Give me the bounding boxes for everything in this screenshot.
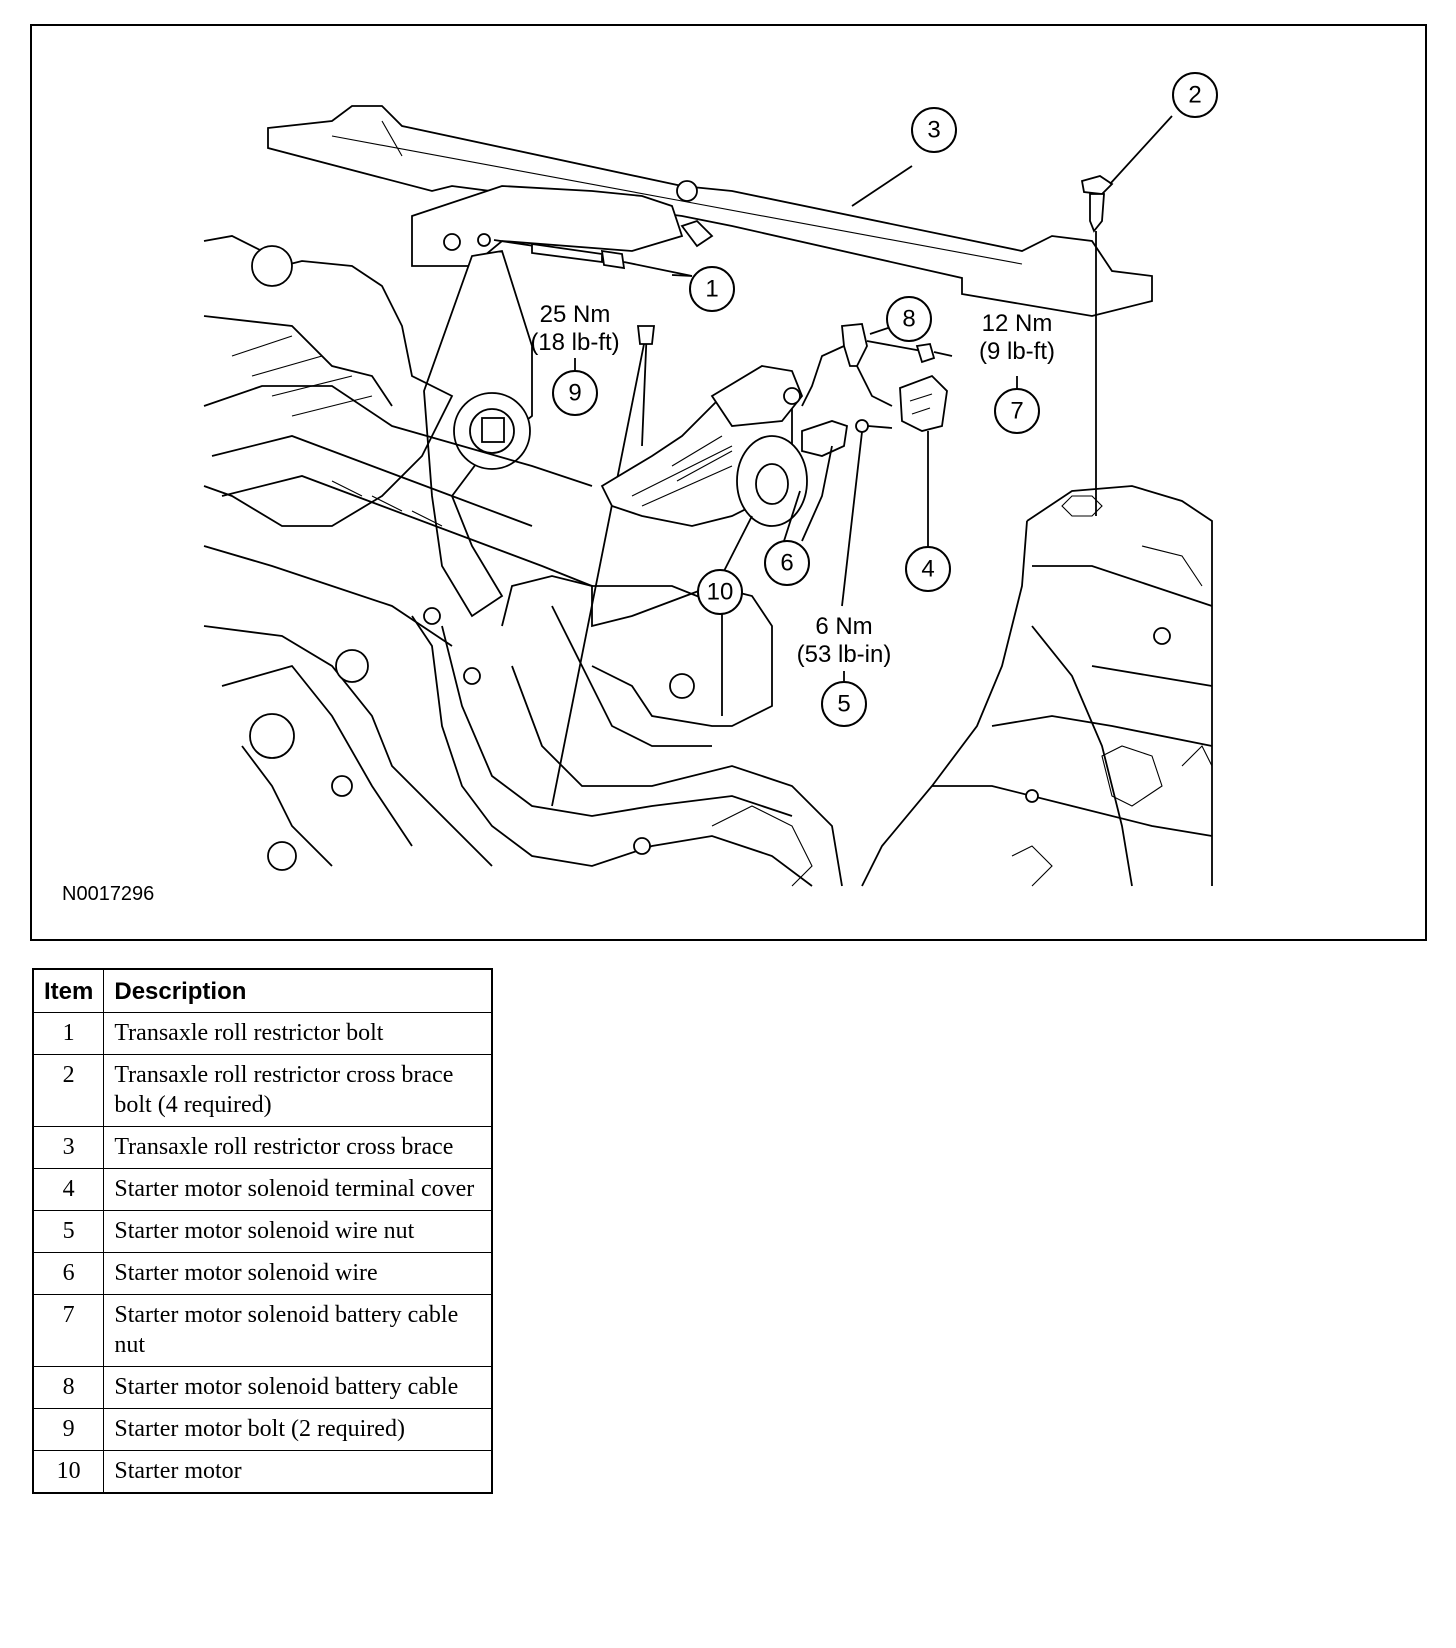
item-number: 8 [32, 1366, 105, 1409]
svg-text:(18 lb-ft): (18 lb-ft) [530, 329, 619, 356]
item-description: Transaxle roll restrictor bolt [103, 1012, 493, 1055]
svg-text:8: 8 [902, 306, 915, 333]
svg-text:7: 7 [1010, 398, 1023, 425]
item-number: 4 [32, 1168, 105, 1211]
svg-text:6 Nm: 6 Nm [815, 613, 872, 640]
callout-5: 5 [821, 681, 867, 727]
svg-text:6: 6 [780, 550, 793, 577]
svg-text:1: 1 [705, 276, 718, 303]
column-header-description: Description [103, 968, 493, 1013]
item-description: Starter motor bolt (2 required) [103, 1408, 493, 1451]
callout-2: 2 [1172, 72, 1218, 118]
item-number: 2 [32, 1054, 105, 1127]
svg-text:(53 lb-in): (53 lb-in) [797, 641, 892, 668]
starter-motor-drawing [551, 325, 808, 807]
table-header-row: Item Description [32, 968, 493, 1013]
torque-spec-item7: 12 Nm (9 lb-ft) [979, 310, 1055, 365]
callout-8: 8 [886, 296, 932, 342]
svg-text:(9 lb-ft): (9 lb-ft) [979, 338, 1055, 365]
svg-text:4: 4 [921, 556, 934, 583]
item-description: Starter motor solenoid wire [103, 1252, 493, 1295]
callout-4: 4 [905, 546, 951, 592]
item-number: 7 [32, 1294, 105, 1367]
battery-cable-drawing [801, 323, 923, 407]
torque-spec-item5: 6 Nm (53 lb-in) [797, 613, 892, 668]
body-structure-drawing [861, 485, 1213, 887]
item-description: Starter motor solenoid terminal cover [103, 1168, 493, 1211]
cross-brace-bolt-drawing [1080, 175, 1114, 516]
solenoid-wire-drawing [801, 420, 849, 542]
table-row: 5 Starter motor solenoid wire nut [32, 1210, 493, 1253]
item-number: 1 [32, 1012, 105, 1055]
figure-id: N0017296 [62, 883, 154, 905]
terminal-cover-drawing [899, 374, 948, 432]
callout-7: 7 [994, 388, 1040, 434]
parts-legend-table: Item Description 1 Transaxle roll restri… [32, 968, 493, 1494]
column-header-item: Item [32, 968, 105, 1013]
item-number: 6 [32, 1252, 105, 1295]
callout-6: 6 [764, 540, 810, 586]
svg-text:5: 5 [837, 691, 850, 718]
svg-text:3: 3 [927, 117, 940, 144]
item-description: Starter motor solenoid battery cable nut [103, 1294, 493, 1367]
item-description: Starter motor [103, 1450, 493, 1494]
item-description: Starter motor solenoid wire nut [103, 1210, 493, 1253]
callout-3: 3 [911, 107, 957, 153]
item-number: 10 [32, 1450, 105, 1494]
figure-drawing: 1 2 3 4 5 6 7 8 [62, 72, 1218, 905]
callout-1: 1 [689, 266, 735, 312]
table-row: 1 Transaxle roll restrictor bolt [32, 1012, 493, 1055]
leader-lines [574, 115, 1173, 682]
roll-restrictor-bolt-drawing [493, 239, 693, 277]
item-number: 9 [32, 1408, 105, 1451]
table-row: 6 Starter motor solenoid wire [32, 1252, 493, 1295]
svg-text:12 Nm: 12 Nm [982, 310, 1053, 337]
torque-spec-item9: 25 Nm (18 lb-ft) [530, 301, 619, 356]
roll-restrictor-arm-drawing [423, 249, 533, 618]
callout-10: 10 [697, 569, 743, 615]
battery-cable-nut-drawing [915, 342, 953, 364]
item-description: Starter motor solenoid battery cable [103, 1366, 493, 1409]
table-row: 2 Transaxle roll restrictor cross brace … [32, 1054, 493, 1127]
svg-text:25 Nm: 25 Nm [540, 301, 611, 328]
table-row: 10 Starter motor [32, 1450, 493, 1494]
callout-9: 9 [552, 370, 598, 416]
table-row: 8 Starter motor solenoid battery cable [32, 1366, 493, 1409]
table-row: 4 Starter motor solenoid terminal cover [32, 1168, 493, 1211]
item-number: 3 [32, 1126, 105, 1169]
wire-nut-drawing [841, 419, 893, 607]
svg-text:10: 10 [707, 579, 734, 606]
table-row: 3 Transaxle roll restrictor cross brace [32, 1126, 493, 1169]
table-row: 7 Starter motor solenoid battery cable n… [32, 1294, 493, 1367]
item-description: Transaxle roll restrictor cross brace [103, 1126, 493, 1169]
exploded-view-figure: 1 2 3 4 5 6 7 8 [30, 24, 1427, 941]
item-number: 5 [32, 1210, 105, 1253]
svg-text:9: 9 [568, 380, 581, 407]
item-description: Transaxle roll restrictor cross brace bo… [103, 1054, 493, 1127]
cross-brace-drawing [267, 105, 1153, 317]
transaxle-bracket-drawing [411, 575, 843, 887]
engine-block-drawing [203, 235, 593, 871]
svg-text:2: 2 [1188, 82, 1201, 109]
table-row: 9 Starter motor bolt (2 required) [32, 1408, 493, 1451]
